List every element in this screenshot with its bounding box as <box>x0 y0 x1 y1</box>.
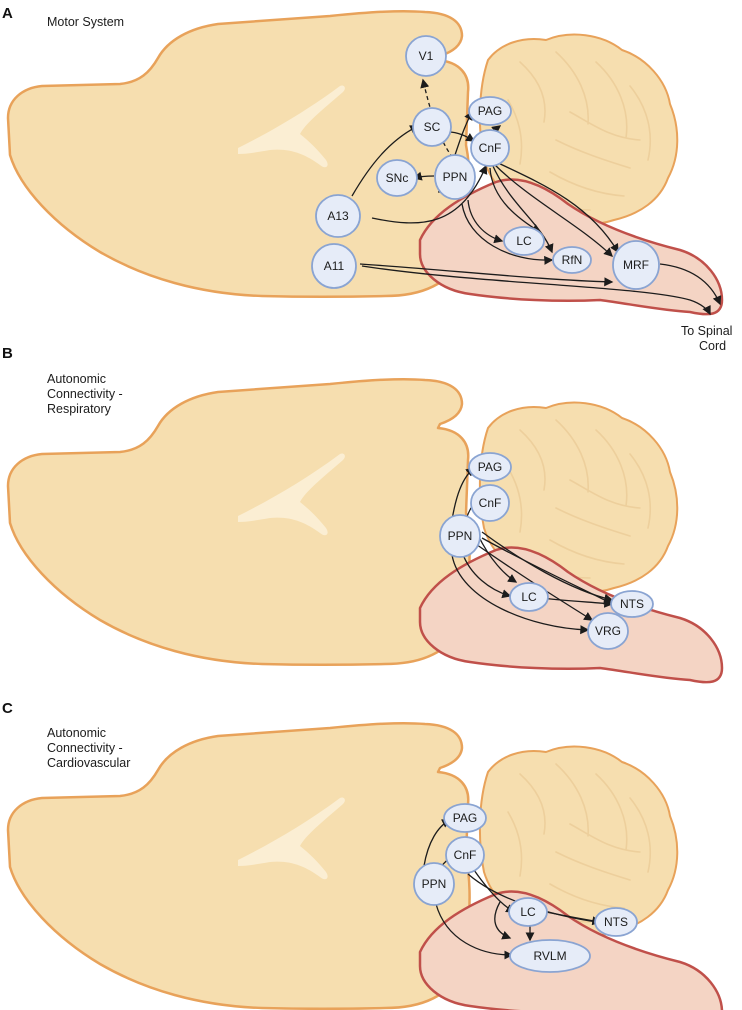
svg-text:RfN: RfN <box>562 253 583 267</box>
panel-a: A Motor System V1 SC PAG CnF <box>2 5 732 353</box>
svg-text:PAG: PAG <box>453 811 477 825</box>
svg-text:LC: LC <box>516 234 532 248</box>
svg-text:PPN: PPN <box>448 529 473 543</box>
edges-a <box>351 78 722 316</box>
node-snc: SNc <box>376 159 418 197</box>
node-ppn: PPN <box>434 154 476 200</box>
svg-text:SC: SC <box>424 120 441 134</box>
svg-text:RVLM: RVLM <box>533 949 566 963</box>
panel-letter-b: B <box>2 345 13 362</box>
node-nts: NTS <box>610 590 654 618</box>
svg-text:LC: LC <box>520 905 536 919</box>
svg-text:CnF: CnF <box>479 141 502 155</box>
node-vrg: VRG <box>587 612 629 650</box>
svg-text:MRF: MRF <box>623 258 649 272</box>
node-pag: PAG <box>468 96 512 126</box>
node-rfn: RfN <box>552 246 592 274</box>
svg-text:PPN: PPN <box>422 877 447 891</box>
svg-text:CnF: CnF <box>479 496 502 510</box>
svg-text:NTS: NTS <box>604 915 628 929</box>
node-sc: SC <box>412 107 452 147</box>
nodes-c: PAG CnF PPN LC NTS RVLM <box>413 803 638 973</box>
svg-text:PAG: PAG <box>478 460 502 474</box>
edges-b <box>451 467 614 635</box>
node-ppn: PPN <box>413 862 455 906</box>
node-a11: A11 <box>311 243 357 289</box>
node-ppn: PPN <box>439 514 481 558</box>
node-cnf: CnF <box>470 484 510 522</box>
node-pag: PAG <box>443 803 487 833</box>
node-v1: V1 <box>405 35 447 77</box>
nodes-b: PAG CnF PPN LC NTS VRG <box>439 452 654 650</box>
node-mrf: MRF <box>612 240 660 290</box>
svg-text:NTS: NTS <box>620 597 644 611</box>
nodes-a: V1 SC PAG CnF SNc PPN A13 A11 LC RfN MRF <box>311 35 660 290</box>
node-cnf: CnF <box>470 129 510 167</box>
svg-text:LC: LC <box>521 590 537 604</box>
svg-text:VRG: VRG <box>595 624 621 638</box>
svg-text:CnF: CnF <box>454 848 477 862</box>
svg-text:PPN: PPN <box>443 170 468 184</box>
node-lc: LC <box>503 226 545 256</box>
node-pag: PAG <box>468 452 512 482</box>
node-a13: A13 <box>315 194 361 238</box>
panel-letter-a: A <box>2 5 13 22</box>
node-nts: NTS <box>594 907 638 937</box>
panel-title-a: Motor System <box>47 15 124 29</box>
node-lc: LC <box>509 582 549 612</box>
panel-letter-c: C <box>2 700 13 717</box>
svg-text:A13: A13 <box>327 209 349 223</box>
svg-text:A11: A11 <box>324 259 345 273</box>
svg-text:PAG: PAG <box>478 104 502 118</box>
node-cnf: CnF <box>445 836 485 874</box>
node-rvlm: RVLM <box>509 939 591 973</box>
svg-text:V1: V1 <box>419 49 434 63</box>
svg-text:SNc: SNc <box>386 171 409 185</box>
node-lc: LC <box>508 897 548 927</box>
